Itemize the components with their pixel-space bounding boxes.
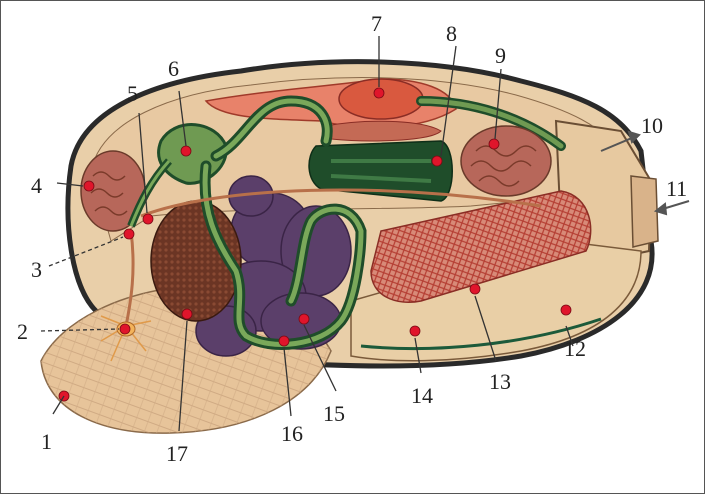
label-3: 3 <box>31 257 42 282</box>
marker-6 <box>181 146 191 156</box>
marker-14 <box>410 326 420 336</box>
label-1: 1 <box>41 429 52 454</box>
label-11: 11 <box>666 176 687 201</box>
marker-7 <box>374 88 384 98</box>
marker-3 <box>124 229 134 239</box>
label-4: 4 <box>31 173 42 198</box>
marker-8 <box>432 156 442 166</box>
label-10: 10 <box>641 113 663 138</box>
marker-15 <box>299 314 309 324</box>
label-17: 17 <box>166 441 188 466</box>
marker-16 <box>279 336 289 346</box>
label-2: 2 <box>17 319 28 344</box>
marker-2 <box>120 324 130 334</box>
marker-5 <box>143 214 153 224</box>
label-14: 14 <box>411 383 433 408</box>
marker-17 <box>182 309 192 319</box>
label-9: 9 <box>495 43 506 68</box>
label-6: 6 <box>168 56 179 81</box>
label-8: 8 <box>446 21 457 46</box>
label-5: 5 <box>127 81 138 106</box>
marker-12 <box>561 305 571 315</box>
label-7: 7 <box>371 11 382 36</box>
ventricle <box>339 79 423 119</box>
label-12: 12 <box>564 336 586 361</box>
marker-9 <box>489 139 499 149</box>
marker-4 <box>84 181 94 191</box>
label-13: 13 <box>489 369 511 394</box>
marker-13 <box>470 284 480 294</box>
siphon-tip <box>631 176 658 247</box>
label-15: 15 <box>323 401 345 426</box>
label-16: 16 <box>281 421 303 446</box>
